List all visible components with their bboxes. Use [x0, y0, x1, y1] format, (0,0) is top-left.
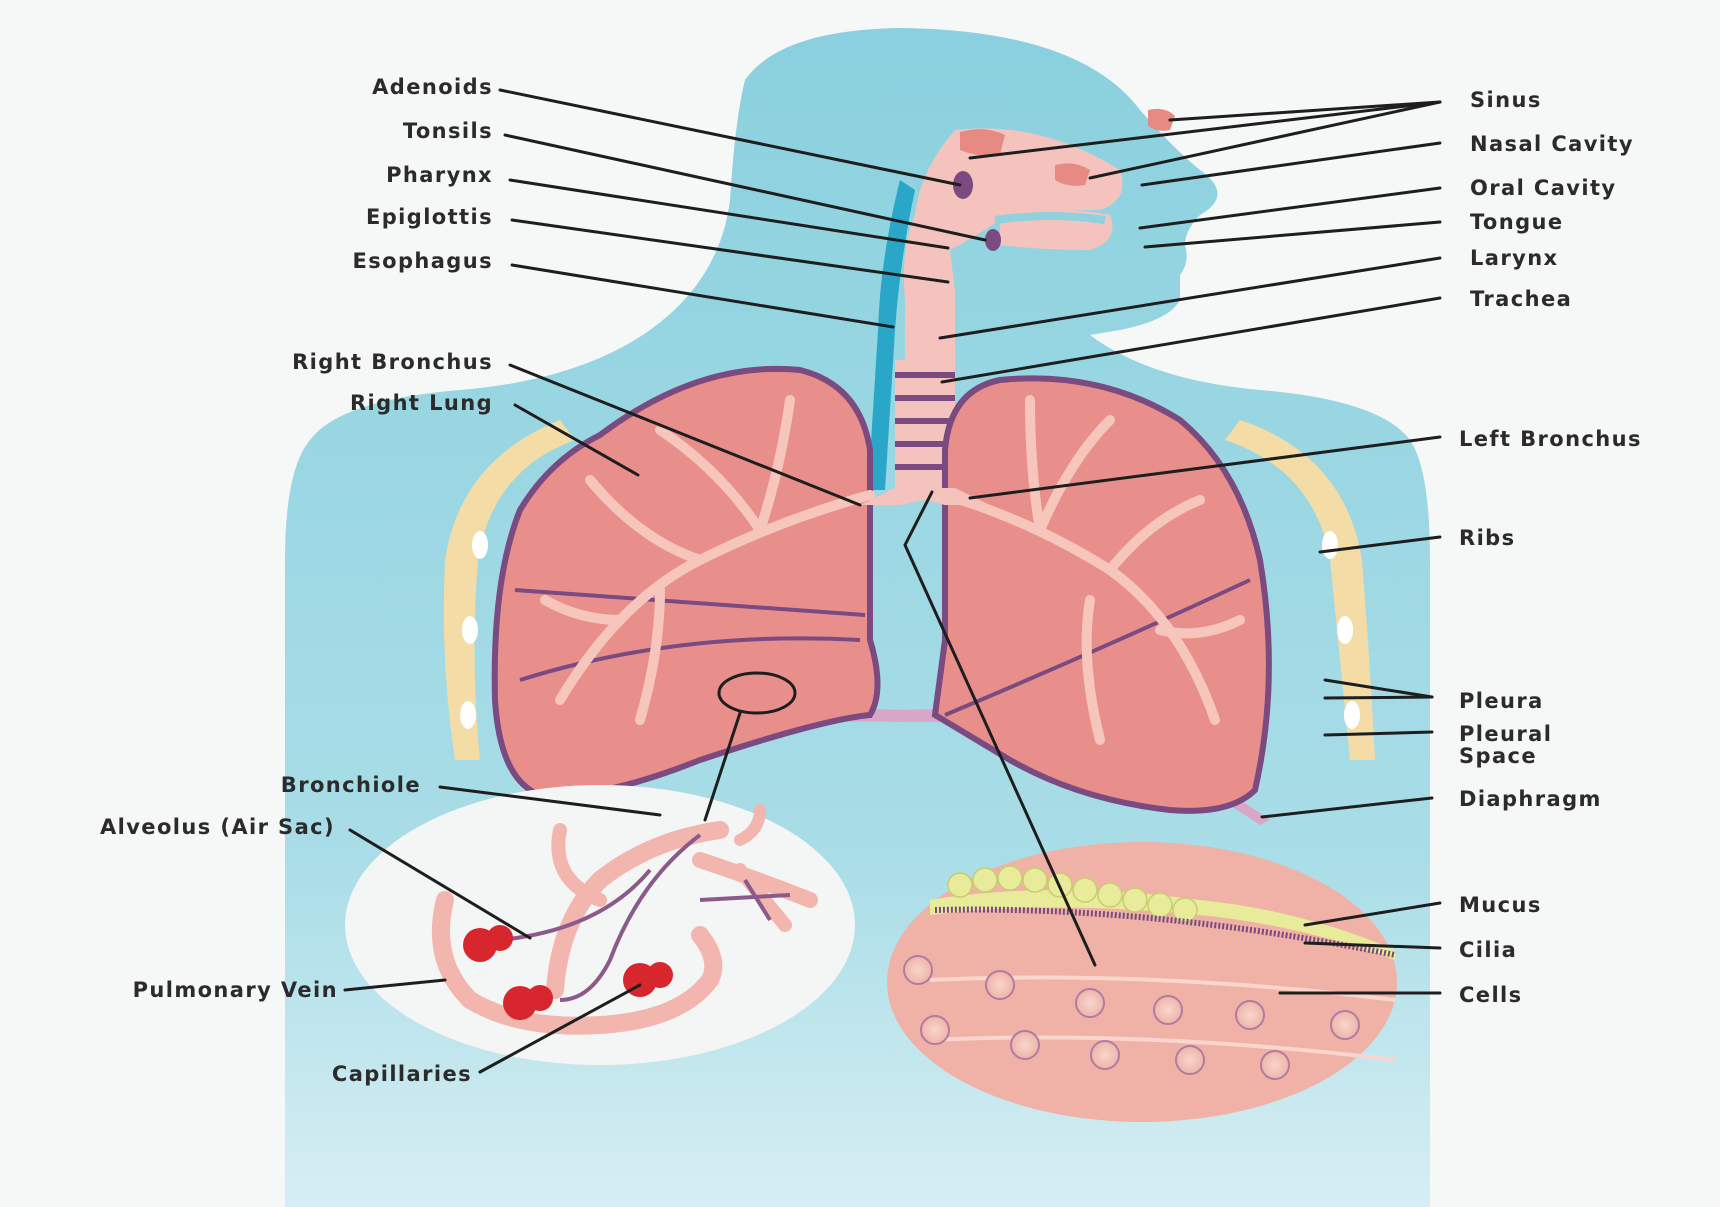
label-larynx: Larynx — [1470, 246, 1559, 270]
label-oral-cavity: Oral Cavity — [1470, 176, 1617, 200]
label-tongue: Tongue — [1470, 210, 1564, 234]
label-capillaries: Capillaries — [332, 1062, 472, 1086]
label-sinus: Sinus — [1470, 88, 1542, 112]
label-pleural-space-2: Space — [1459, 744, 1537, 768]
label-pharynx: Pharynx — [386, 163, 493, 187]
label-adenoids: Adenoids — [372, 75, 493, 99]
alveolus-inset — [345, 785, 855, 1065]
label-pulmonary-vein: Pulmonary Vein — [133, 978, 338, 1002]
label-right-bronchus: Right Bronchus — [292, 350, 493, 374]
label-left-bronchus: Left Bronchus — [1459, 427, 1642, 451]
label-tonsils: Tonsils — [403, 119, 493, 143]
label-bronchiole: Bronchiole — [281, 773, 421, 797]
label-pleura: Pleura — [1459, 689, 1544, 713]
label-cilia: Cilia — [1459, 938, 1517, 962]
label-nasal-cavity: Nasal Cavity — [1470, 132, 1634, 156]
label-diaphragm: Diaphragm — [1459, 787, 1602, 811]
label-esophagus: Esophagus — [352, 249, 493, 273]
mucosa-inset — [887, 842, 1397, 1122]
label-ribs: Ribs — [1459, 526, 1516, 550]
label-right-lung: Right Lung — [350, 391, 493, 415]
label-pleural-space-1: Pleural — [1459, 722, 1552, 746]
label-epiglottis: Epiglottis — [366, 205, 493, 229]
label-cells: Cells — [1459, 983, 1523, 1007]
label-alveolus: Alveolus (Air Sac) — [100, 815, 335, 839]
label-trachea: Trachea — [1470, 287, 1572, 311]
label-mucus: Mucus — [1459, 893, 1542, 917]
